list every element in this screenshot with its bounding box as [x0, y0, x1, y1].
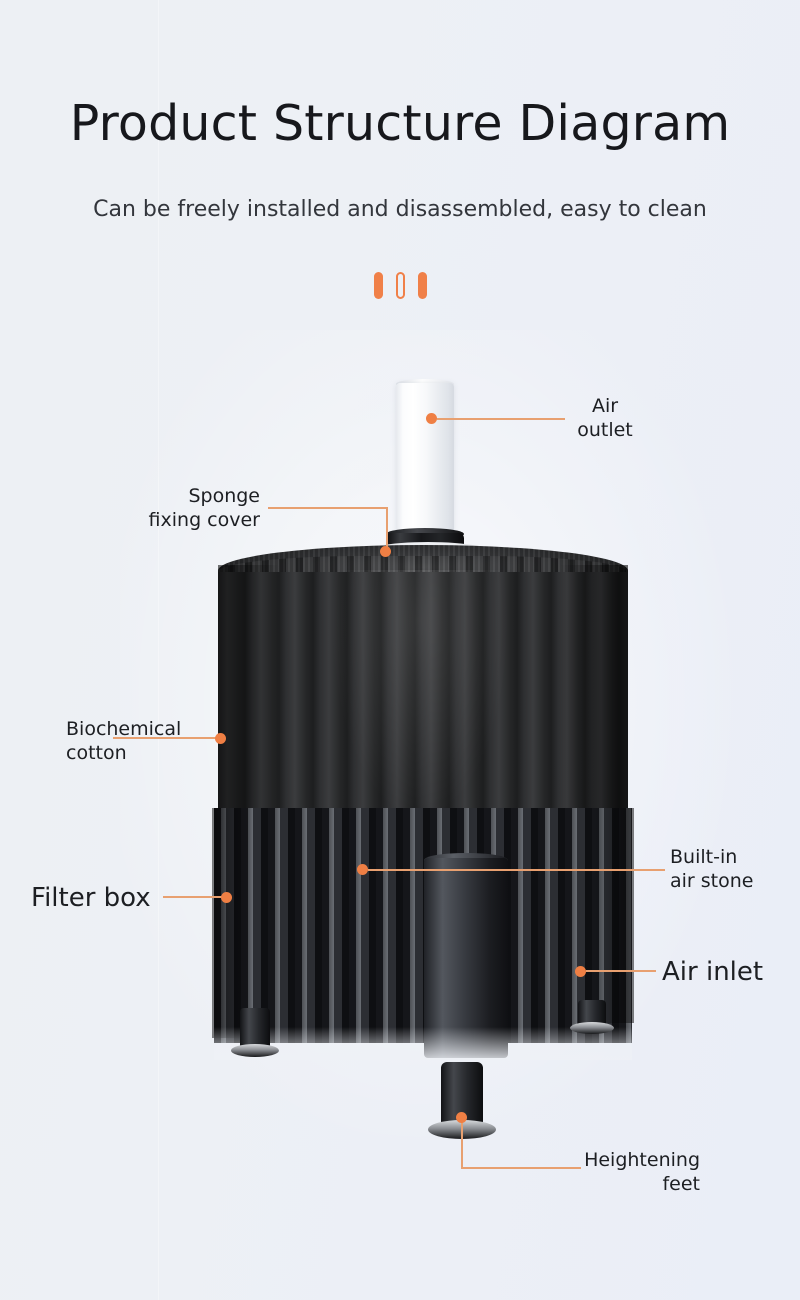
callout-dot-heightening-feet — [456, 1112, 467, 1123]
callout-dot-filter-box — [221, 892, 232, 903]
leader-line-sponge-fixing-cover-v — [386, 507, 388, 552]
heightening-foot-left — [240, 1008, 270, 1050]
leader-line-air-inlet — [586, 970, 656, 972]
leader-line-filter-box — [163, 896, 228, 898]
heightening-foot-right-base — [570, 1022, 614, 1034]
callout-label-heightening-feet: Heightening feet — [584, 1149, 700, 1195]
sponge-highlight — [330, 570, 510, 822]
divider-bar-middle — [395, 272, 405, 299]
callout-dot-built-in-air-stone — [357, 864, 368, 875]
callout-label-biochemical-cotton: Biochemical cotton — [66, 718, 182, 764]
filter-box-bottom-fade — [214, 1000, 632, 1060]
callout-dot-air-inlet — [575, 966, 586, 977]
callout-label-sponge-fixing-cover: Sponge fixing cover — [148, 485, 260, 531]
leader-line-heightening-feet-v — [461, 1122, 463, 1168]
sponge-shadow-right — [560, 565, 628, 823]
callout-dot-biochemical-cotton — [215, 733, 226, 744]
divider-bar-left — [373, 272, 383, 299]
leader-line-built-in-air-stone — [368, 869, 665, 871]
callout-dot-sponge-fixing-cover — [380, 546, 391, 557]
page-subtitle: Can be freely installed and disassembled… — [93, 197, 707, 222]
callout-label-built-in-air-stone: Built-in air stone — [670, 846, 754, 892]
leader-line-air-outlet — [437, 418, 565, 420]
page-title: Product Structure Diagram — [69, 95, 731, 152]
callout-label-air-outlet: Air outlet — [577, 395, 633, 441]
leader-line-sponge-fixing-cover-h — [268, 507, 387, 509]
air-outlet-tube — [396, 383, 454, 541]
filter-box-shadow-left — [212, 808, 252, 1038]
heightening-foot-left-base — [231, 1044, 279, 1057]
divider-bars — [0, 272, 800, 299]
callout-label-filter-box: Filter box — [31, 883, 151, 913]
callout-dot-air-outlet — [426, 413, 437, 424]
leader-line-biochemical-cotton — [113, 737, 223, 739]
biochemical-cotton-body — [218, 572, 628, 822]
callout-label-air-inlet: Air inlet — [662, 957, 764, 987]
leader-line-heightening-feet-h — [461, 1167, 581, 1169]
divider-bar-right — [417, 272, 427, 299]
sponge-shadow-left — [218, 565, 280, 823]
filter-box-shadow-right — [594, 808, 634, 1023]
